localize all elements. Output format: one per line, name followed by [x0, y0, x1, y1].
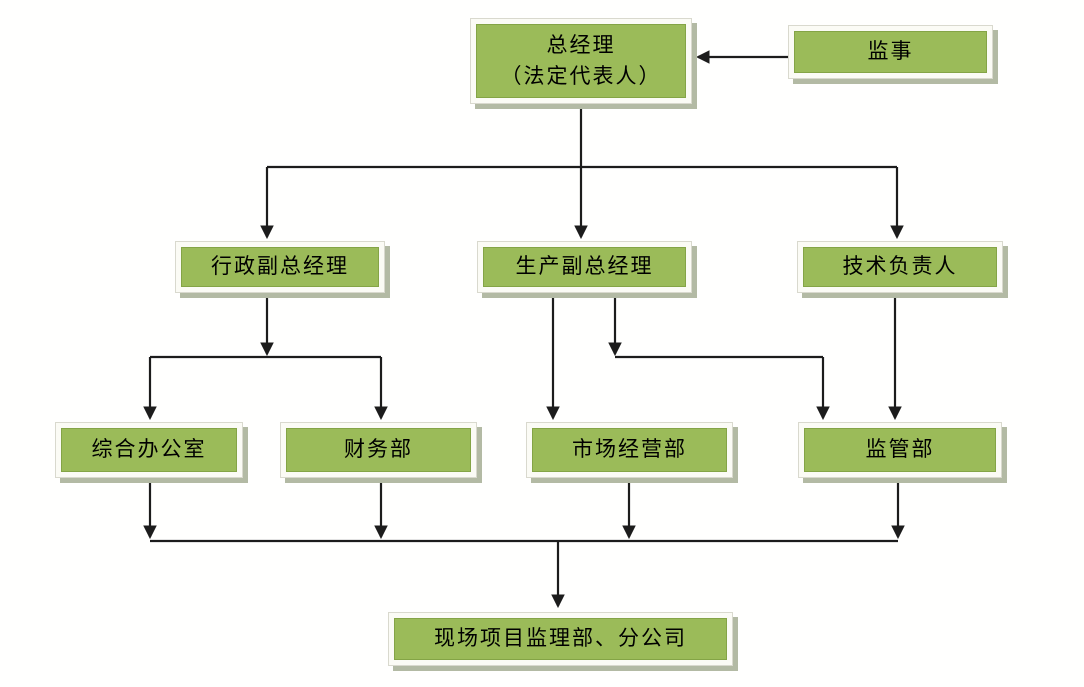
- node-general-manager: 总经理 （法定代表人）: [470, 18, 692, 104]
- node-admin-deputy-gm: 行政副总经理: [175, 241, 385, 293]
- node-label: 现场项目监理部、分公司: [434, 626, 687, 651]
- node-regulation-dept: 监管部: [798, 422, 1002, 478]
- node-label: 监事: [867, 39, 914, 64]
- node-label-line2: （法定代表人）: [500, 64, 662, 88]
- node-label: 综合办公室: [91, 437, 207, 462]
- node-finance-dept-box: 财务部: [286, 428, 471, 472]
- node-general-office: 综合办公室: [55, 422, 243, 478]
- node-technical-director: 技术负责人: [797, 241, 1003, 293]
- node-label: 监管部: [865, 437, 935, 462]
- node-admin-deputy-gm-box: 行政副总经理: [181, 247, 379, 287]
- node-marketing-dept: 市场经营部: [526, 422, 733, 478]
- node-label: 行政副总经理: [211, 254, 349, 279]
- node-production-deputy-gm: 生产副总经理: [477, 241, 692, 293]
- node-finance-dept: 财务部: [280, 422, 477, 478]
- edges-from-admin-deputy-gm: [143, 294, 388, 421]
- node-regulation-dept-box: 监管部: [804, 428, 996, 472]
- node-site-supervision-branch-box: 现场项目监理部、分公司: [394, 618, 727, 660]
- node-general-office-box: 综合办公室: [61, 428, 237, 472]
- edges-from-gm: [260, 104, 904, 240]
- node-technical-director-box: 技术负责人: [803, 247, 997, 287]
- node-label: 总经理: [546, 32, 616, 57]
- node-supervisor-box: 监事: [794, 31, 987, 73]
- edges-from-production-deputy-gm: [546, 294, 830, 421]
- node-supervisor: 监事: [788, 25, 993, 79]
- node-label: 生产副总经理: [515, 254, 654, 279]
- node-production-deputy-gm-box: 生产副总经理: [483, 247, 686, 287]
- node-label: 财务部: [344, 437, 413, 462]
- node-label: 市场经营部: [572, 437, 687, 462]
- node-marketing-dept-box: 市场经营部: [532, 428, 727, 472]
- node-label: 技术负责人: [842, 254, 958, 279]
- edges-to-site-supervision: [143, 479, 905, 609]
- node-site-supervision-branch: 现场项目监理部、分公司: [388, 612, 733, 666]
- node-general-manager-box: 总经理 （法定代表人）: [476, 24, 686, 98]
